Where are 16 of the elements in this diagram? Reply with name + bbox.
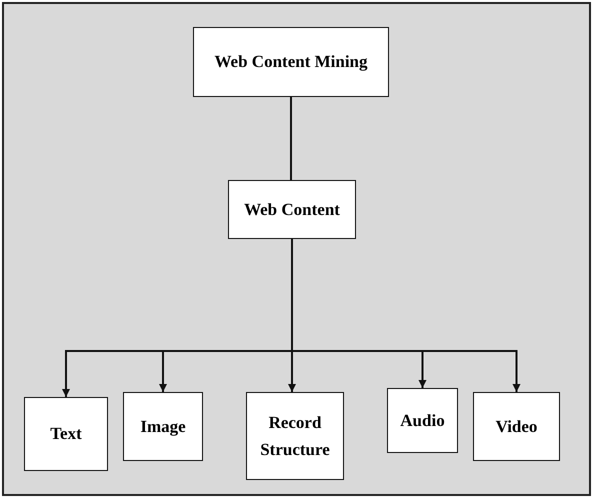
process-box [228, 180, 356, 239]
connector-line [290, 97, 292, 180]
node-label: Web Content Mining [214, 51, 368, 74]
process-box [387, 388, 458, 453]
arrow [291, 239, 520, 392]
node-label: Web Content [244, 198, 340, 221]
process-box [123, 392, 203, 461]
node-label: Record Structure [259, 412, 331, 461]
process-box [193, 27, 389, 97]
node-label: Audio [400, 410, 445, 432]
node-label: Text [50, 423, 82, 446]
process-box [246, 392, 344, 480]
process-box [24, 397, 108, 471]
node-label: Video [496, 416, 538, 438]
node-label: Image [140, 416, 186, 438]
process-box [473, 392, 560, 461]
